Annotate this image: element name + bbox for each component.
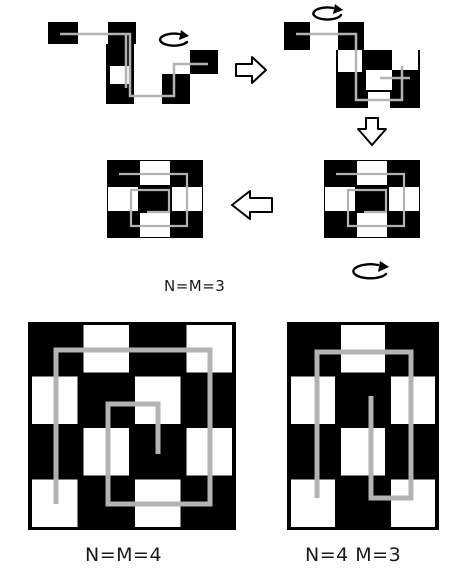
strip2-cell <box>310 22 338 50</box>
strip-cell <box>134 78 162 104</box>
strip2-cell <box>366 70 392 90</box>
board-4x3-white-cell <box>291 376 335 424</box>
label-n-m-4: N=M=4 <box>85 544 163 566</box>
strip-cell <box>106 84 136 104</box>
board-3x3-folded-path <box>336 172 406 228</box>
strip2-cell <box>392 50 418 70</box>
board-4x4-path <box>53 347 213 507</box>
strip-cell <box>162 74 190 104</box>
rotate-clockwise-icon <box>312 4 343 21</box>
strip2-cell <box>338 86 362 108</box>
strip-cell <box>190 50 218 74</box>
label-n-4-m-3: N=4 M=3 <box>305 544 402 566</box>
board-3x3-result-path <box>119 172 189 228</box>
board-4x3-white-cell <box>341 325 385 373</box>
strip2-cell <box>284 22 310 50</box>
down-arrow-icon <box>357 117 387 146</box>
fold-path-strip2 <box>296 32 404 102</box>
rotate-clockwise-icon <box>352 261 389 280</box>
strip2-cell <box>338 50 362 72</box>
strip2-cell <box>338 22 364 50</box>
rotate-clockwise-icon <box>158 30 189 47</box>
right-arrow-icon <box>235 56 267 84</box>
board-4x3-path <box>314 349 414 501</box>
fold-path-strip <box>60 32 208 98</box>
board-4x3-white-cell <box>341 428 385 476</box>
left-arrow-icon <box>231 190 273 220</box>
label-n-m-3: N=M=3 <box>164 277 226 295</box>
board-4x3-white-cell <box>291 479 335 527</box>
